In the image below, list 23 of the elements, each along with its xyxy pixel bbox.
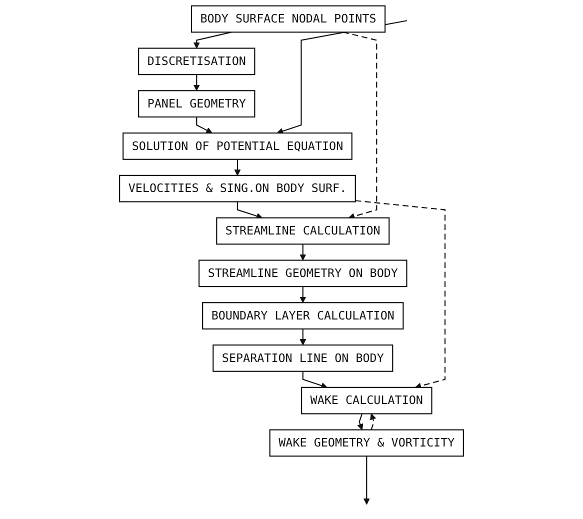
arrow [300,286,306,303]
node-box: SOLUTION OF POTENTIAL EQUATION [122,132,352,160]
node-box: WAKE GEOMETRY & VORTICITY [269,429,464,457]
node-box: WAKE CALCULATION [300,386,432,414]
node-box: PANEL GEOMETRY [138,90,256,118]
node-box: DISCRETISATION [138,48,256,76]
node-box: VELOCITIES & SING.ON BODY SURF. [119,174,356,202]
arrow [302,371,328,389]
arrow [236,202,263,220]
node-box: BODY SURFACE NODAL POINTS [190,5,386,33]
arrow [234,159,241,176]
node-box: STREAMLINE GEOMETRY ON BODY [198,260,408,288]
arrow [363,456,370,505]
node-box: SEPARATION LINE ON BODY [212,344,394,372]
node-box: BOUNDARY LAYER CALCULATION [202,302,404,330]
arrow [355,200,446,389]
arrow [300,328,306,346]
arrow [370,413,376,430]
arrow [300,244,306,261]
arrow [357,414,364,430]
arrow [193,74,200,91]
node-box: STREAMLINE CALCULATION [216,217,390,245]
arrow [196,116,212,134]
